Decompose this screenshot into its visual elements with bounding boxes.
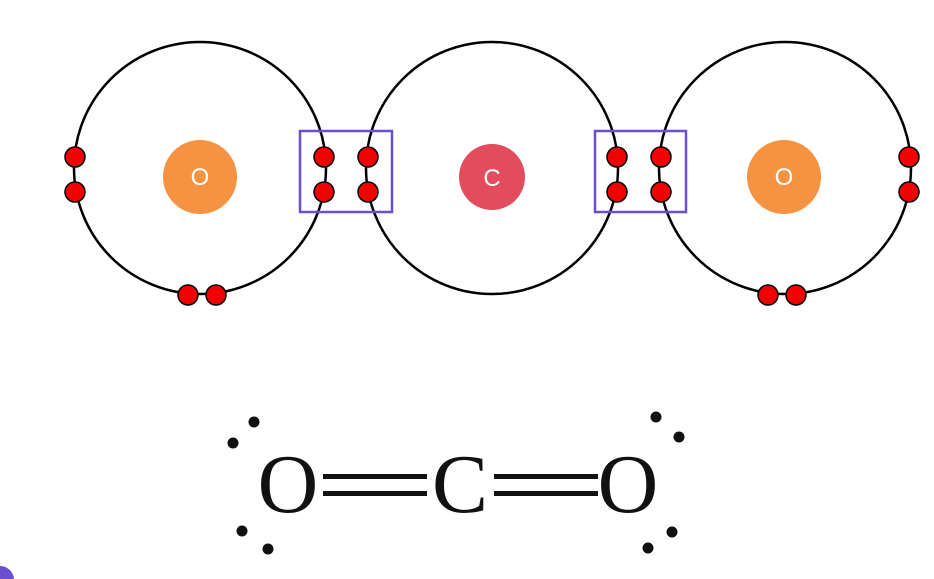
electron: [205, 284, 227, 306]
lewis-atom-carbon: C: [432, 438, 488, 531]
electrons-oxygen-left: [64, 146, 227, 306]
lone-pair-dot: [666, 526, 678, 538]
double-bond-left: [323, 474, 427, 496]
lone-pair-dot: [673, 431, 685, 443]
shell-carbon: [364, 40, 620, 296]
electron: [64, 146, 86, 168]
lone-pair-dot: [262, 543, 274, 555]
shared-pair-box-left: [298, 129, 394, 214]
electron: [757, 284, 779, 306]
electron: [357, 181, 379, 203]
shell-diagram: O C O: [64, 40, 920, 306]
electron: [313, 181, 335, 203]
nucleus-label-oxygen-left: O: [191, 164, 210, 191]
lone-pairs-oxygen-right: [642, 411, 685, 554]
electron: [606, 146, 628, 168]
nucleus-oxygen-right: O: [747, 140, 821, 214]
electron: [898, 146, 920, 168]
corner-mark: [0, 565, 14, 579]
lone-pair-dot: [642, 542, 654, 554]
lone-pair-dot: [236, 525, 248, 537]
shell-oxygen-right: [657, 40, 913, 296]
nucleus-carbon: C: [459, 144, 525, 210]
lone-pair-dot: [650, 411, 662, 423]
electron: [650, 181, 672, 203]
double-bond-right: [494, 474, 598, 496]
nucleus-label-carbon: C: [483, 165, 500, 192]
lewis-atom-oxygen-left: O: [258, 438, 319, 531]
electron: [606, 181, 628, 203]
lewis-atom-oxygen-right: O: [598, 438, 659, 531]
lewis-structure: O C O: [227, 411, 685, 555]
nucleus-oxygen-left: O: [163, 140, 237, 214]
electron: [313, 146, 335, 168]
shell-oxygen-left: [72, 40, 328, 296]
lone-pair-dot: [227, 437, 239, 449]
electron: [898, 181, 920, 203]
electron: [177, 284, 199, 306]
electrons-shared-right: [606, 146, 672, 203]
electron: [785, 284, 807, 306]
lone-pair-dot: [248, 416, 260, 428]
electrons-shared-left: [313, 146, 379, 203]
shared-pair-box-right: [593, 129, 688, 214]
electron: [64, 181, 86, 203]
electrons-oxygen-right: [757, 146, 920, 306]
nucleus-label-oxygen-right: O: [775, 164, 794, 191]
electron: [357, 146, 379, 168]
lone-pairs-oxygen-left: [227, 416, 274, 555]
electron: [650, 146, 672, 168]
